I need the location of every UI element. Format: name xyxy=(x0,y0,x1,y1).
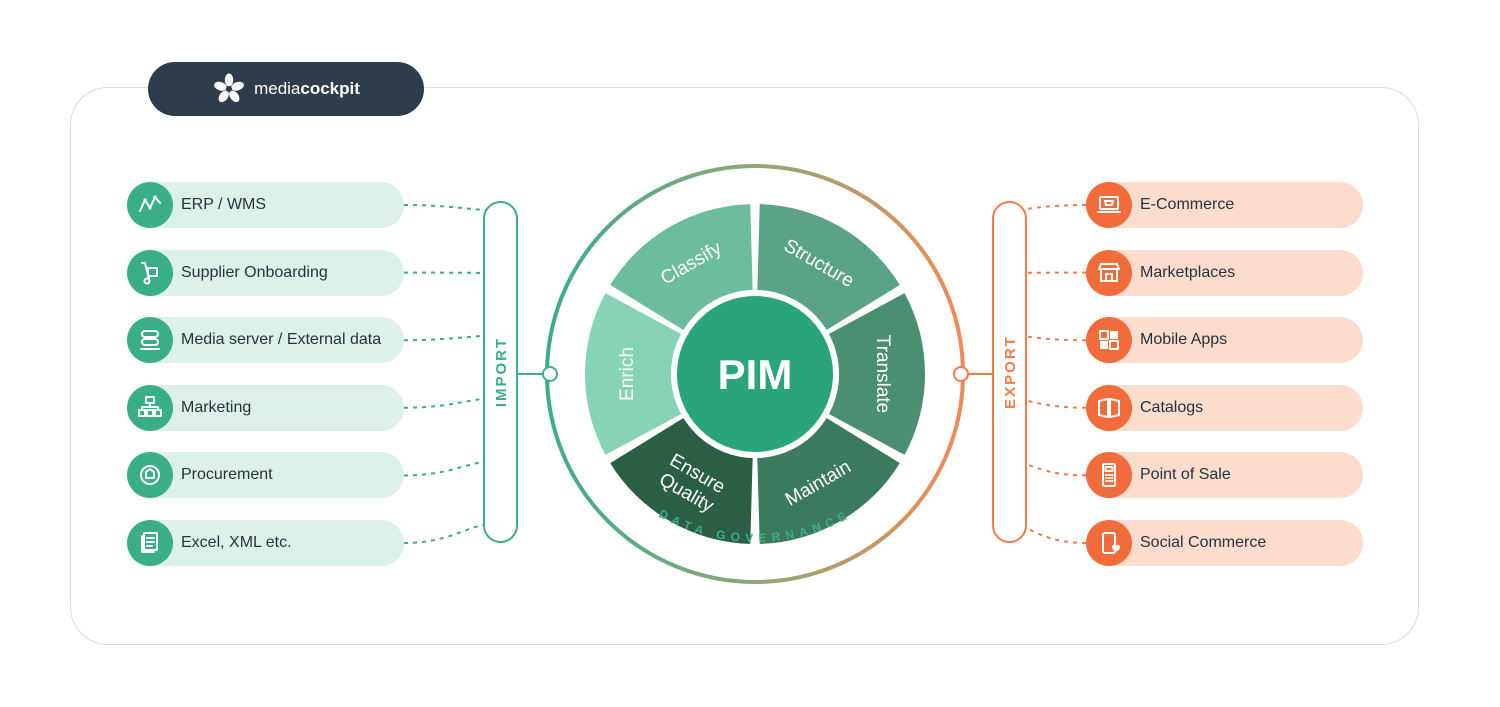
segment-maintain xyxy=(757,418,900,544)
export-item-1: E-Commerce xyxy=(1086,182,1363,228)
export-item-label: Catalogs xyxy=(1140,398,1204,416)
import-item-label: Media server / External data xyxy=(181,331,382,349)
export-label: EXPORT xyxy=(1002,335,1019,409)
import-item-1: ERP / WMS xyxy=(127,182,404,228)
export-bracket xyxy=(992,201,1027,543)
export-item-2: Marketplaces xyxy=(1086,249,1363,296)
line-chart-icon xyxy=(127,182,173,228)
catalog-book-icon xyxy=(1086,384,1132,431)
document-icon xyxy=(127,520,173,566)
import-item-4: Marketing xyxy=(127,384,404,431)
pos-terminal-icon xyxy=(1086,452,1132,499)
phone-heart-icon xyxy=(1086,520,1132,566)
segment-label: Enrich xyxy=(617,347,638,401)
export-item-label: Mobile Apps xyxy=(1140,331,1228,349)
export-connector xyxy=(1009,204,1087,211)
export-item-label: E-Commerce xyxy=(1140,196,1235,213)
segment-structure xyxy=(757,204,900,330)
import-item-5: Procurement xyxy=(127,452,404,499)
export-item-5: Point of Sale xyxy=(1086,452,1363,499)
laptop-shop-icon xyxy=(1086,182,1132,228)
brand-name-bold: cockpit xyxy=(300,79,360,98)
brand-logo: mediacockpit xyxy=(148,62,424,116)
import-item-3: Media server / External data xyxy=(127,317,404,364)
export-connector xyxy=(1009,397,1087,409)
segment-ensure-quality xyxy=(610,418,753,544)
import-item-label: Marketing xyxy=(181,398,252,416)
segment-enrich xyxy=(584,293,682,455)
export-item-label: Social Commerce xyxy=(1140,534,1267,551)
segment-classify xyxy=(610,204,753,330)
export-item-6: Social Commerce xyxy=(1086,520,1363,566)
export-item-4: Catalogs xyxy=(1086,384,1363,431)
pim-label: PIM xyxy=(718,351,793,398)
import-connector xyxy=(403,397,491,409)
import-item-label: Excel, XML etc. xyxy=(181,534,292,551)
flower-logo-icon xyxy=(214,73,244,103)
diagram-frame xyxy=(70,87,1419,645)
import-item-label: Supplier Onboarding xyxy=(181,263,328,281)
import-item-2: Supplier Onboarding xyxy=(127,249,404,296)
import-node xyxy=(542,366,558,382)
export-item-3: Mobile Apps xyxy=(1086,317,1363,364)
brand-name-light: media xyxy=(254,79,301,98)
storefront-icon xyxy=(1086,249,1132,296)
import-connector xyxy=(403,204,491,211)
segment-label: Translate xyxy=(872,335,893,414)
import-item-6: Excel, XML etc. xyxy=(127,520,404,566)
import-bracket xyxy=(483,201,518,543)
export-node xyxy=(953,366,969,382)
import-connector xyxy=(403,523,491,544)
import-connector xyxy=(403,334,491,342)
export-connector xyxy=(1009,334,1087,342)
import-connector xyxy=(403,460,491,477)
hierarchy-icon xyxy=(127,384,173,431)
server-icon xyxy=(127,317,173,364)
export-item-label: Marketplaces xyxy=(1140,263,1236,281)
segment-translate xyxy=(828,293,925,455)
import-item-label: Procurement xyxy=(181,466,273,484)
import-label: IMPORT xyxy=(493,337,510,407)
export-item-label: Point of Sale xyxy=(1140,466,1231,484)
pim-hub xyxy=(677,296,833,452)
hand-truck-icon xyxy=(127,249,173,296)
apps-grid-icon xyxy=(1086,317,1132,364)
import-item-label: ERP / WMS xyxy=(181,196,267,213)
procurement-icon xyxy=(127,452,173,499)
export-connector xyxy=(1009,460,1087,477)
